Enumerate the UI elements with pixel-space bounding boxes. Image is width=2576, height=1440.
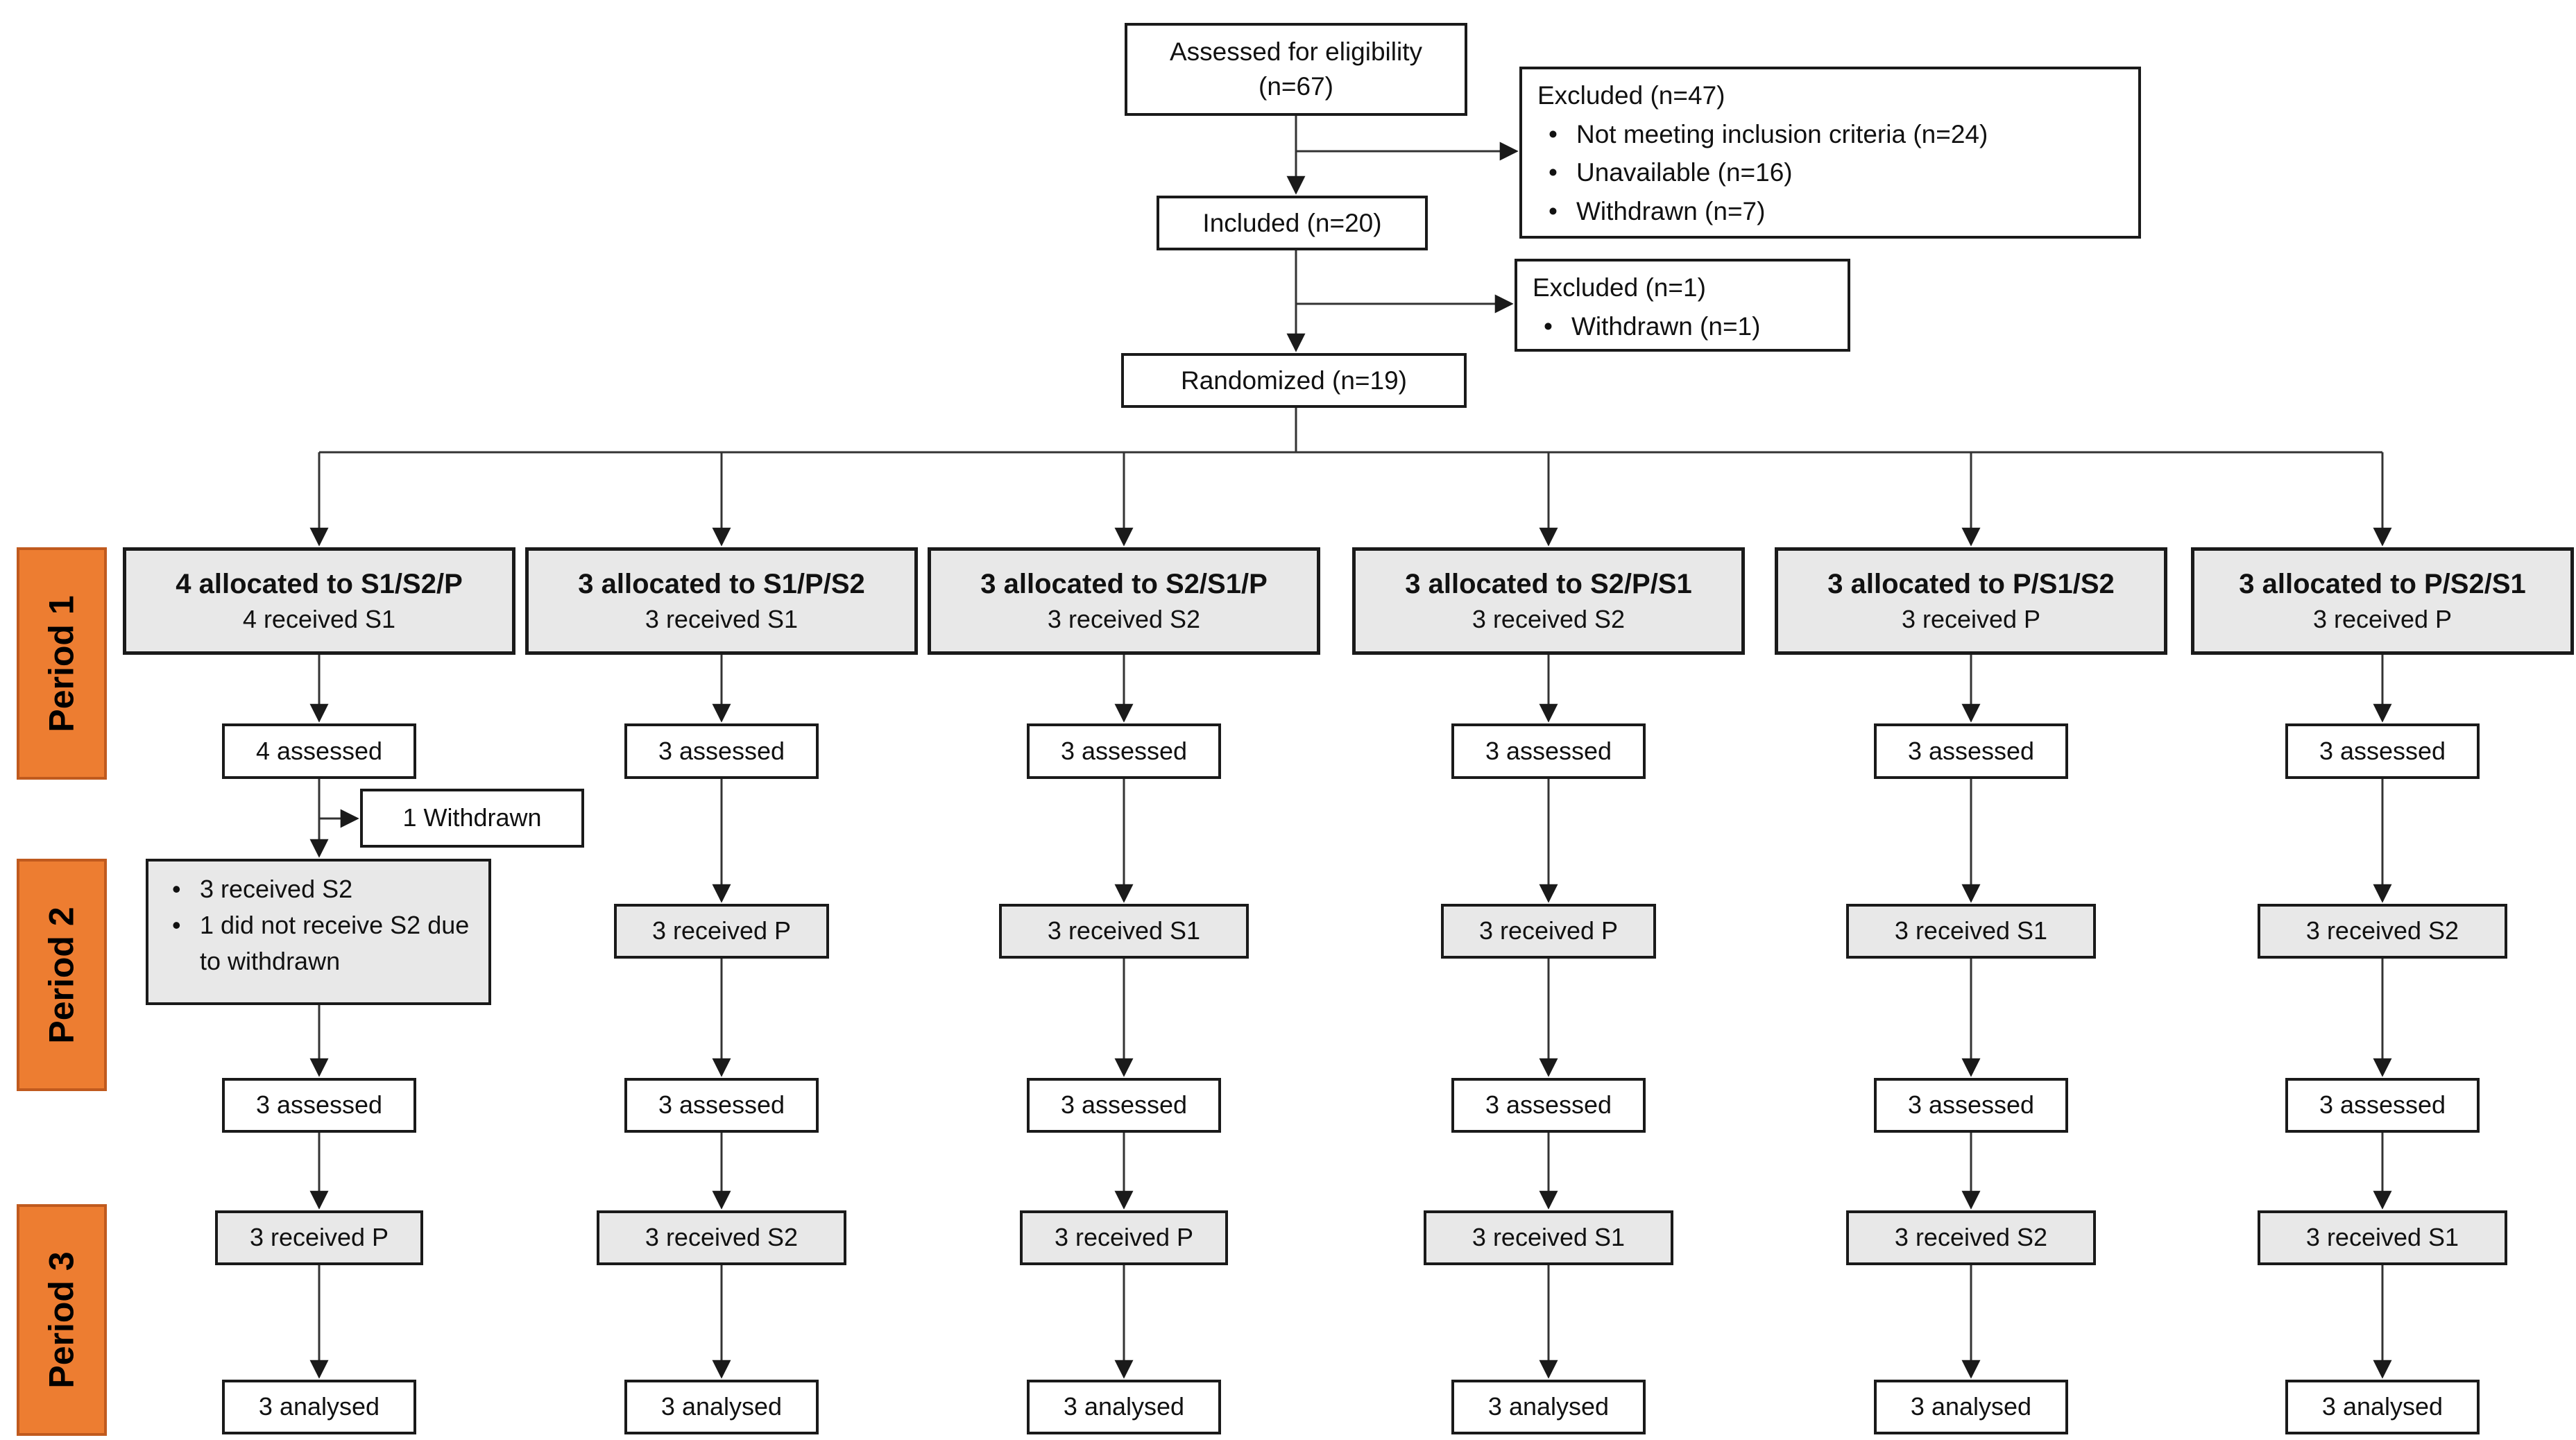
arm4-analysed-box: 3 analysed	[1451, 1380, 1646, 1434]
arm4-allocation-box: 3 allocated to S2/P/S1 3 received S2	[1352, 547, 1745, 655]
excluded-randomization-title: Excluded (n=1)	[1533, 273, 1706, 302]
arm6-received-period2-box: 3 received S2	[2258, 904, 2507, 959]
arm5-allocation-box: 3 allocated to P/S1/S2 3 received P	[1775, 547, 2167, 655]
arm6-analysed-box: 3 analysed	[2285, 1380, 2480, 1434]
period-2-label: Period 2	[17, 859, 107, 1091]
arm1-period2-notes-box: 3 received S2 1 did not receive S2 due t…	[146, 859, 491, 1005]
box-assessed-eligibility: Assessed for eligibility (n=67)	[1125, 23, 1467, 116]
arm2-received-p1: 3 received S1	[645, 605, 799, 634]
period-3-label: Period 3	[17, 1204, 107, 1436]
arm6-assessed-period2-box: 3 assessed	[2285, 1078, 2480, 1133]
arm6-assessed-period1-box: 3 assessed	[2285, 723, 2480, 779]
arm5-received-period2-box: 3 received S1	[1846, 904, 2096, 959]
arm4-received-period2-box: 3 received P	[1441, 904, 1656, 959]
arm4-received-p1: 3 received S2	[1472, 605, 1626, 634]
box-included: Included (n=20)	[1157, 196, 1428, 250]
arm5-allocated: 3 allocated to P/S1/S2	[1827, 569, 2115, 600]
arm3-received-period2-box: 3 received S1	[999, 904, 1249, 959]
period-1-label: Period 1	[17, 547, 107, 780]
arm2-received-period2-box: 3 received P	[614, 904, 829, 959]
arm6-received-period3-box: 3 received S1	[2258, 1210, 2507, 1265]
arm3-received-period3-box: 3 received P	[1020, 1210, 1228, 1265]
arm2-analysed-box: 3 analysed	[624, 1380, 819, 1434]
arm6-received-p1: 3 received P	[2312, 605, 2453, 634]
arm5-received-period3-box: 3 received S2	[1846, 1210, 2096, 1265]
arm1-assessed-period2-box: 3 assessed	[222, 1078, 416, 1133]
arm4-assessed-period2-box: 3 assessed	[1451, 1078, 1646, 1133]
excluded-screening-title: Excluded (n=47)	[1537, 81, 1725, 110]
arm1-allocation-box: 4 allocated to S1/S2/P 4 received S1	[123, 547, 515, 655]
arm1-received-period3-box: 3 received P	[215, 1210, 423, 1265]
arm1-analysed-box: 3 analysed	[222, 1380, 416, 1434]
arm1-assessed-period1-box: 4 assessed	[222, 723, 416, 779]
arm3-assessed-period1-box: 3 assessed	[1027, 723, 1221, 779]
arm4-received-period3-box: 3 received S1	[1424, 1210, 1673, 1265]
box-excluded-screening: Excluded (n=47) Not meeting inclusion cr…	[1519, 67, 2141, 239]
excluded-reason: Withdrawn (n=7)	[1537, 192, 1988, 231]
excluded-randomization-reasons: Withdrawn (n=1)	[1533, 307, 1760, 346]
arm1-period2-notes: 3 received S2 1 did not receive S2 due t…	[161, 871, 476, 980]
arm2-assessed-period2-box: 3 assessed	[624, 1078, 819, 1133]
excluded-screening-reasons: Not meeting inclusion criteria (n=24) Un…	[1537, 115, 1988, 231]
excluded-reason: Unavailable (n=16)	[1537, 153, 1988, 192]
arm3-analysed-box: 3 analysed	[1027, 1380, 1221, 1434]
arm3-allocated: 3 allocated to S2/S1/P	[980, 569, 1268, 600]
arm1-allocated: 4 allocated to S1/S2/P	[176, 569, 463, 600]
arm1-withdrawn-box: 1 Withdrawn	[360, 789, 584, 848]
arm1-period2-note: 1 did not receive S2 due to withdrawn	[161, 907, 476, 979]
excluded-reason: Not meeting inclusion criteria (n=24)	[1537, 115, 1988, 154]
arm3-received-p1: 3 received S2	[1047, 605, 1201, 634]
arm5-assessed-period2-box: 3 assessed	[1874, 1078, 2068, 1133]
arm3-assessed-period2-box: 3 assessed	[1027, 1078, 1221, 1133]
arm2-allocated: 3 allocated to S1/P/S2	[578, 569, 865, 600]
arm6-allocated: 3 allocated to P/S2/S1	[2239, 569, 2526, 600]
arm1-received-p1: 4 received S1	[242, 605, 396, 634]
arm5-received-p1: 3 received P	[1901, 605, 2041, 634]
arm6-allocation-box: 3 allocated to P/S2/S1 3 received P	[2191, 547, 2574, 655]
arm3-allocation-box: 3 allocated to S2/S1/P 3 received S2	[928, 547, 1320, 655]
arm5-analysed-box: 3 analysed	[1874, 1380, 2068, 1434]
arm5-assessed-period1-box: 3 assessed	[1874, 723, 2068, 779]
arm1-period2-note: 3 received S2	[161, 871, 476, 907]
box-randomized: Randomized (n=19)	[1121, 353, 1467, 408]
arm2-allocation-box: 3 allocated to S1/P/S2 3 received S1	[525, 547, 918, 655]
assessed-eligibility-line1: Assessed for eligibility	[1170, 37, 1422, 67]
arm2-assessed-period1-box: 3 assessed	[624, 723, 819, 779]
assessed-eligibility-count: (n=67)	[1259, 72, 1333, 101]
arm4-allocated: 3 allocated to S2/P/S1	[1405, 569, 1692, 600]
excluded-reason: Withdrawn (n=1)	[1533, 307, 1760, 346]
arm4-assessed-period1-box: 3 assessed	[1451, 723, 1646, 779]
box-excluded-randomization: Excluded (n=1) Withdrawn (n=1)	[1515, 259, 1850, 352]
arm2-received-period3-box: 3 received S2	[597, 1210, 846, 1265]
